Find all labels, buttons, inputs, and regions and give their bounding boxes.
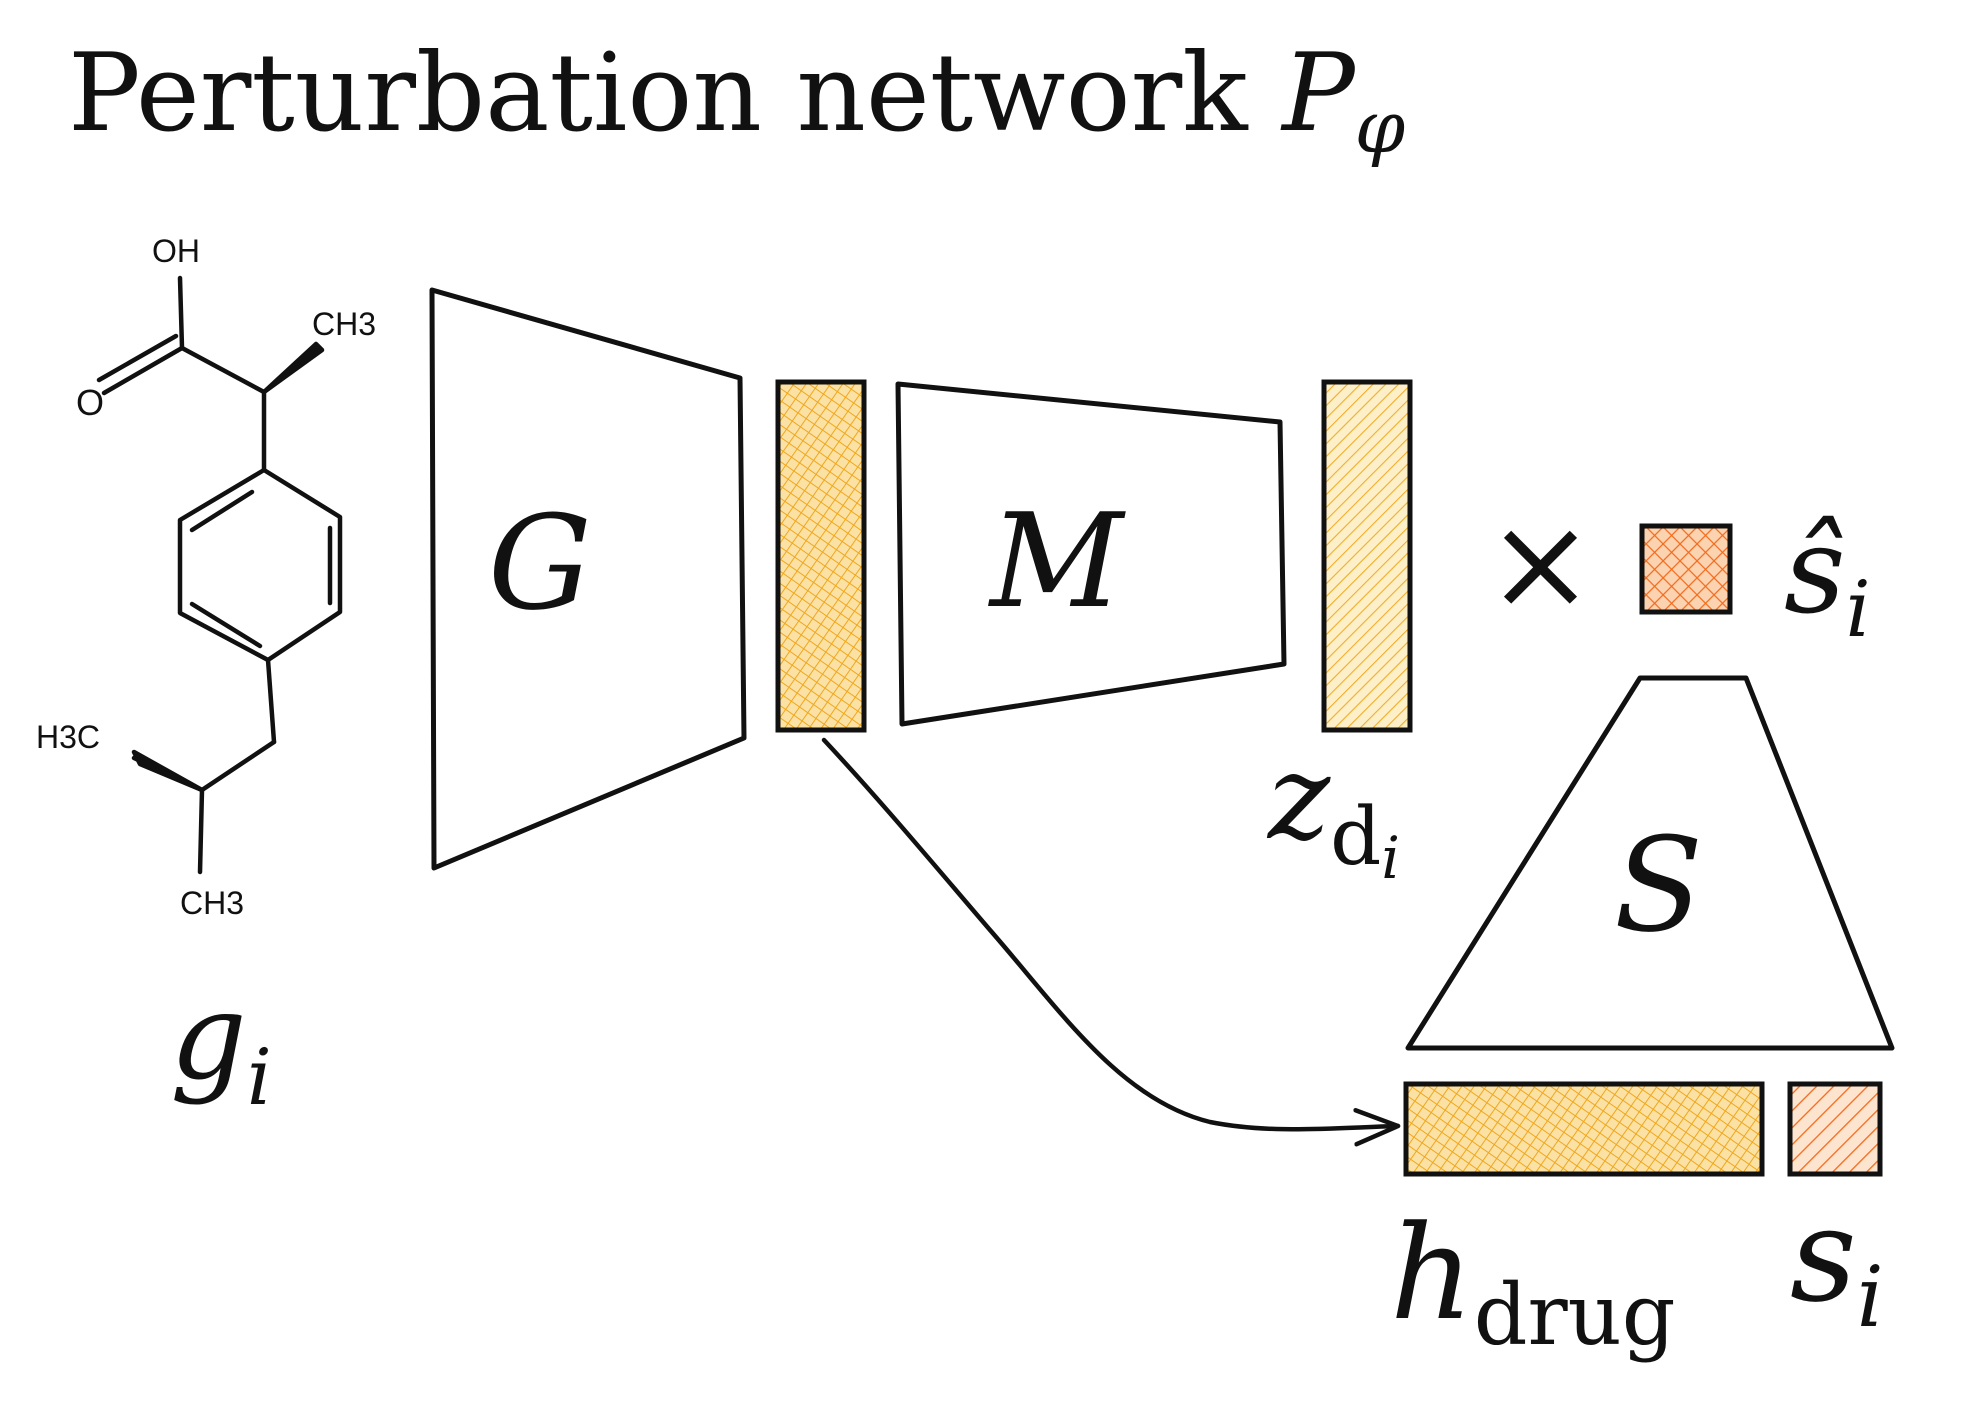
molecule-variable: gi [170,968,272,1123]
g-base: g [170,968,247,1107]
g-subscript: i [247,1033,272,1123]
molecule-structure: OH O CH3 H3C CH3 [36,233,376,921]
molecule-bonds [96,275,343,875]
scaler-s-block: S [1405,675,1895,1051]
s-vector [1787,1081,1883,1177]
label-h3c: H3C [36,719,100,755]
label-ch3-bottom: CH3 [180,885,244,921]
s-hat-subscript: i [1846,565,1871,655]
mapper-m-label: M [988,485,1126,637]
multiply-symbol: × [1486,487,1595,639]
s-base: s [1790,1179,1857,1331]
label-oh: OH [152,233,200,269]
encoder-g-label: G [488,487,592,639]
title-subscript: φ [1355,85,1406,169]
title-text: Perturbation network [68,31,1282,156]
embedding-to-h-drug-arrow [821,737,1401,1129]
h-base: h [1390,1197,1474,1349]
h-drug-vector [1403,1081,1765,1177]
s-subscript: i [1857,1248,1884,1346]
s-hat-vector [1639,523,1733,615]
encoder-g-block: G [429,287,747,871]
z-subsubscript: i [1381,824,1400,892]
s-label: si [1790,1179,1884,1346]
z-drug-label: zdi [1266,728,1400,892]
scaler-s-label: S [1614,809,1703,961]
s-hat-label: ŝi [1784,502,1871,655]
h-drug-label: hdrug [1390,1197,1676,1364]
graph-embedding-vector [775,379,867,733]
z-base: z [1266,728,1331,866]
z-subscript: d [1330,790,1381,883]
label-ch3-top: CH3 [312,306,376,342]
s-hat-base: ŝ [1784,502,1846,641]
mapper-m-block: M [895,381,1287,727]
z-drug-vector [1321,379,1413,733]
h-subscript: drug [1474,1266,1676,1364]
title-symbol: P [1280,31,1357,156]
label-o: O [76,382,104,423]
diagram-title: Perturbation network Pφ [68,31,1406,169]
